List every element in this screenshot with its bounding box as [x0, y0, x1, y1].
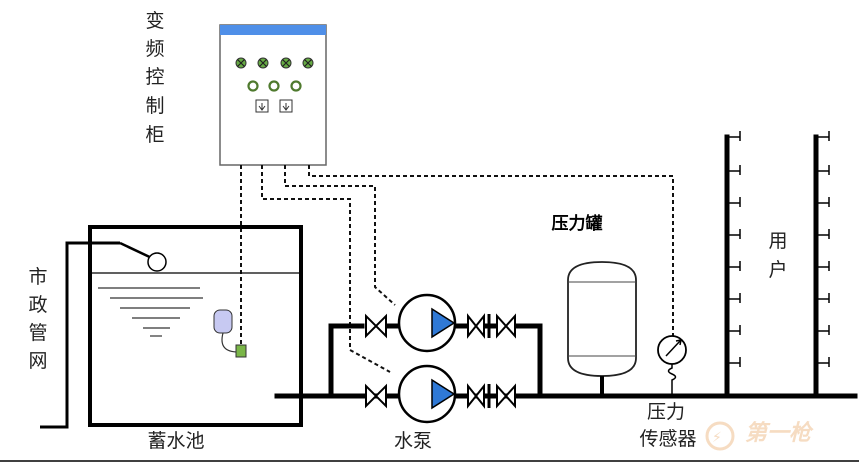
faucet-icon	[816, 261, 830, 271]
riser-2-faucets	[816, 131, 830, 367]
pump-upper	[397, 293, 457, 353]
wire-to-pump-upper	[284, 165, 396, 306]
pump-bypass-right	[520, 323, 543, 399]
faucet-icon	[727, 293, 741, 303]
cabinet-label: 变 频 控 制 柜	[145, 10, 164, 146]
pump-branch-lower	[365, 364, 516, 424]
faucet-icon	[816, 165, 830, 175]
faucet-icon	[816, 229, 830, 239]
faucet-icon	[816, 131, 830, 141]
faucet-icon	[727, 261, 741, 271]
float-ball	[147, 252, 167, 272]
cabinet-label-char: 控	[145, 66, 164, 88]
pump-arrow-icon	[431, 378, 456, 410]
water-ripples	[98, 287, 203, 337]
cabinet-header	[220, 25, 326, 35]
riser-1-faucets	[727, 131, 741, 367]
valve-icon	[496, 383, 516, 409]
user-label-char: 用	[768, 230, 787, 252]
faucet-icon	[816, 325, 830, 335]
municipal-label-char: 网	[28, 350, 47, 372]
valve-icon	[467, 313, 485, 339]
cabinet-label-char: 频	[145, 38, 164, 60]
pump-bypass-left	[328, 323, 365, 399]
municipal-label-char: 管	[28, 322, 47, 344]
reservoir-label: 蓄水池	[147, 430, 204, 452]
pressure-tank	[567, 261, 637, 396]
user-label-char: 户	[768, 259, 787, 281]
pressure-sensor-label-line2: 传感器	[639, 428, 696, 450]
indicator-lights	[235, 57, 314, 69]
float-valve	[110, 241, 167, 272]
faucet-icon	[816, 293, 830, 303]
control-knobs	[247, 80, 302, 92]
control-cabinet	[219, 24, 327, 166]
wire-to-pressure-sensor	[308, 165, 674, 336]
valve-icon	[365, 313, 387, 339]
pressure-tank-label: 压力罐	[552, 213, 603, 234]
faucet-icon	[727, 131, 741, 141]
municipal-label-char: 市	[28, 266, 47, 288]
municipal-label: 市 政 管 网	[28, 266, 47, 372]
pressure-sensor-label-line1: 压力	[647, 401, 685, 423]
pump-label: 水泵	[394, 430, 432, 452]
faucet-icon	[727, 165, 741, 175]
control-wires	[240, 165, 674, 373]
level-switch	[213, 309, 247, 358]
municipal-inlet-pipe	[40, 241, 110, 429]
cabinet-label-char: 制	[145, 95, 164, 117]
pressure-sensor	[657, 335, 687, 396]
valve-icon	[496, 313, 516, 339]
selector-switches	[255, 99, 293, 113]
watermark: ⚡ 第一枪	[705, 420, 814, 451]
faucet-icon	[727, 229, 741, 239]
municipal-label-char: 政	[28, 294, 47, 316]
cabinet-label-char: 柜	[145, 124, 164, 146]
svg-text:⚡: ⚡	[712, 430, 722, 446]
watermark-text: 第一枪	[745, 420, 814, 446]
faucet-icon	[727, 325, 741, 335]
reservoir-tank	[88, 225, 303, 427]
faucet-icon	[816, 357, 830, 367]
wire-to-pump-lower	[261, 165, 391, 373]
faucet-icon	[816, 197, 830, 207]
cabinet-label-char: 变	[145, 10, 164, 32]
pump-branch-upper	[365, 293, 523, 353]
pump-lower	[397, 364, 457, 424]
faucet-icon	[727, 197, 741, 207]
level-sensor	[235, 344, 247, 358]
faucet-icon	[727, 357, 741, 367]
pump-arrow-icon	[431, 307, 456, 339]
valve-icon	[365, 383, 387, 409]
valve-icon	[467, 383, 485, 409]
